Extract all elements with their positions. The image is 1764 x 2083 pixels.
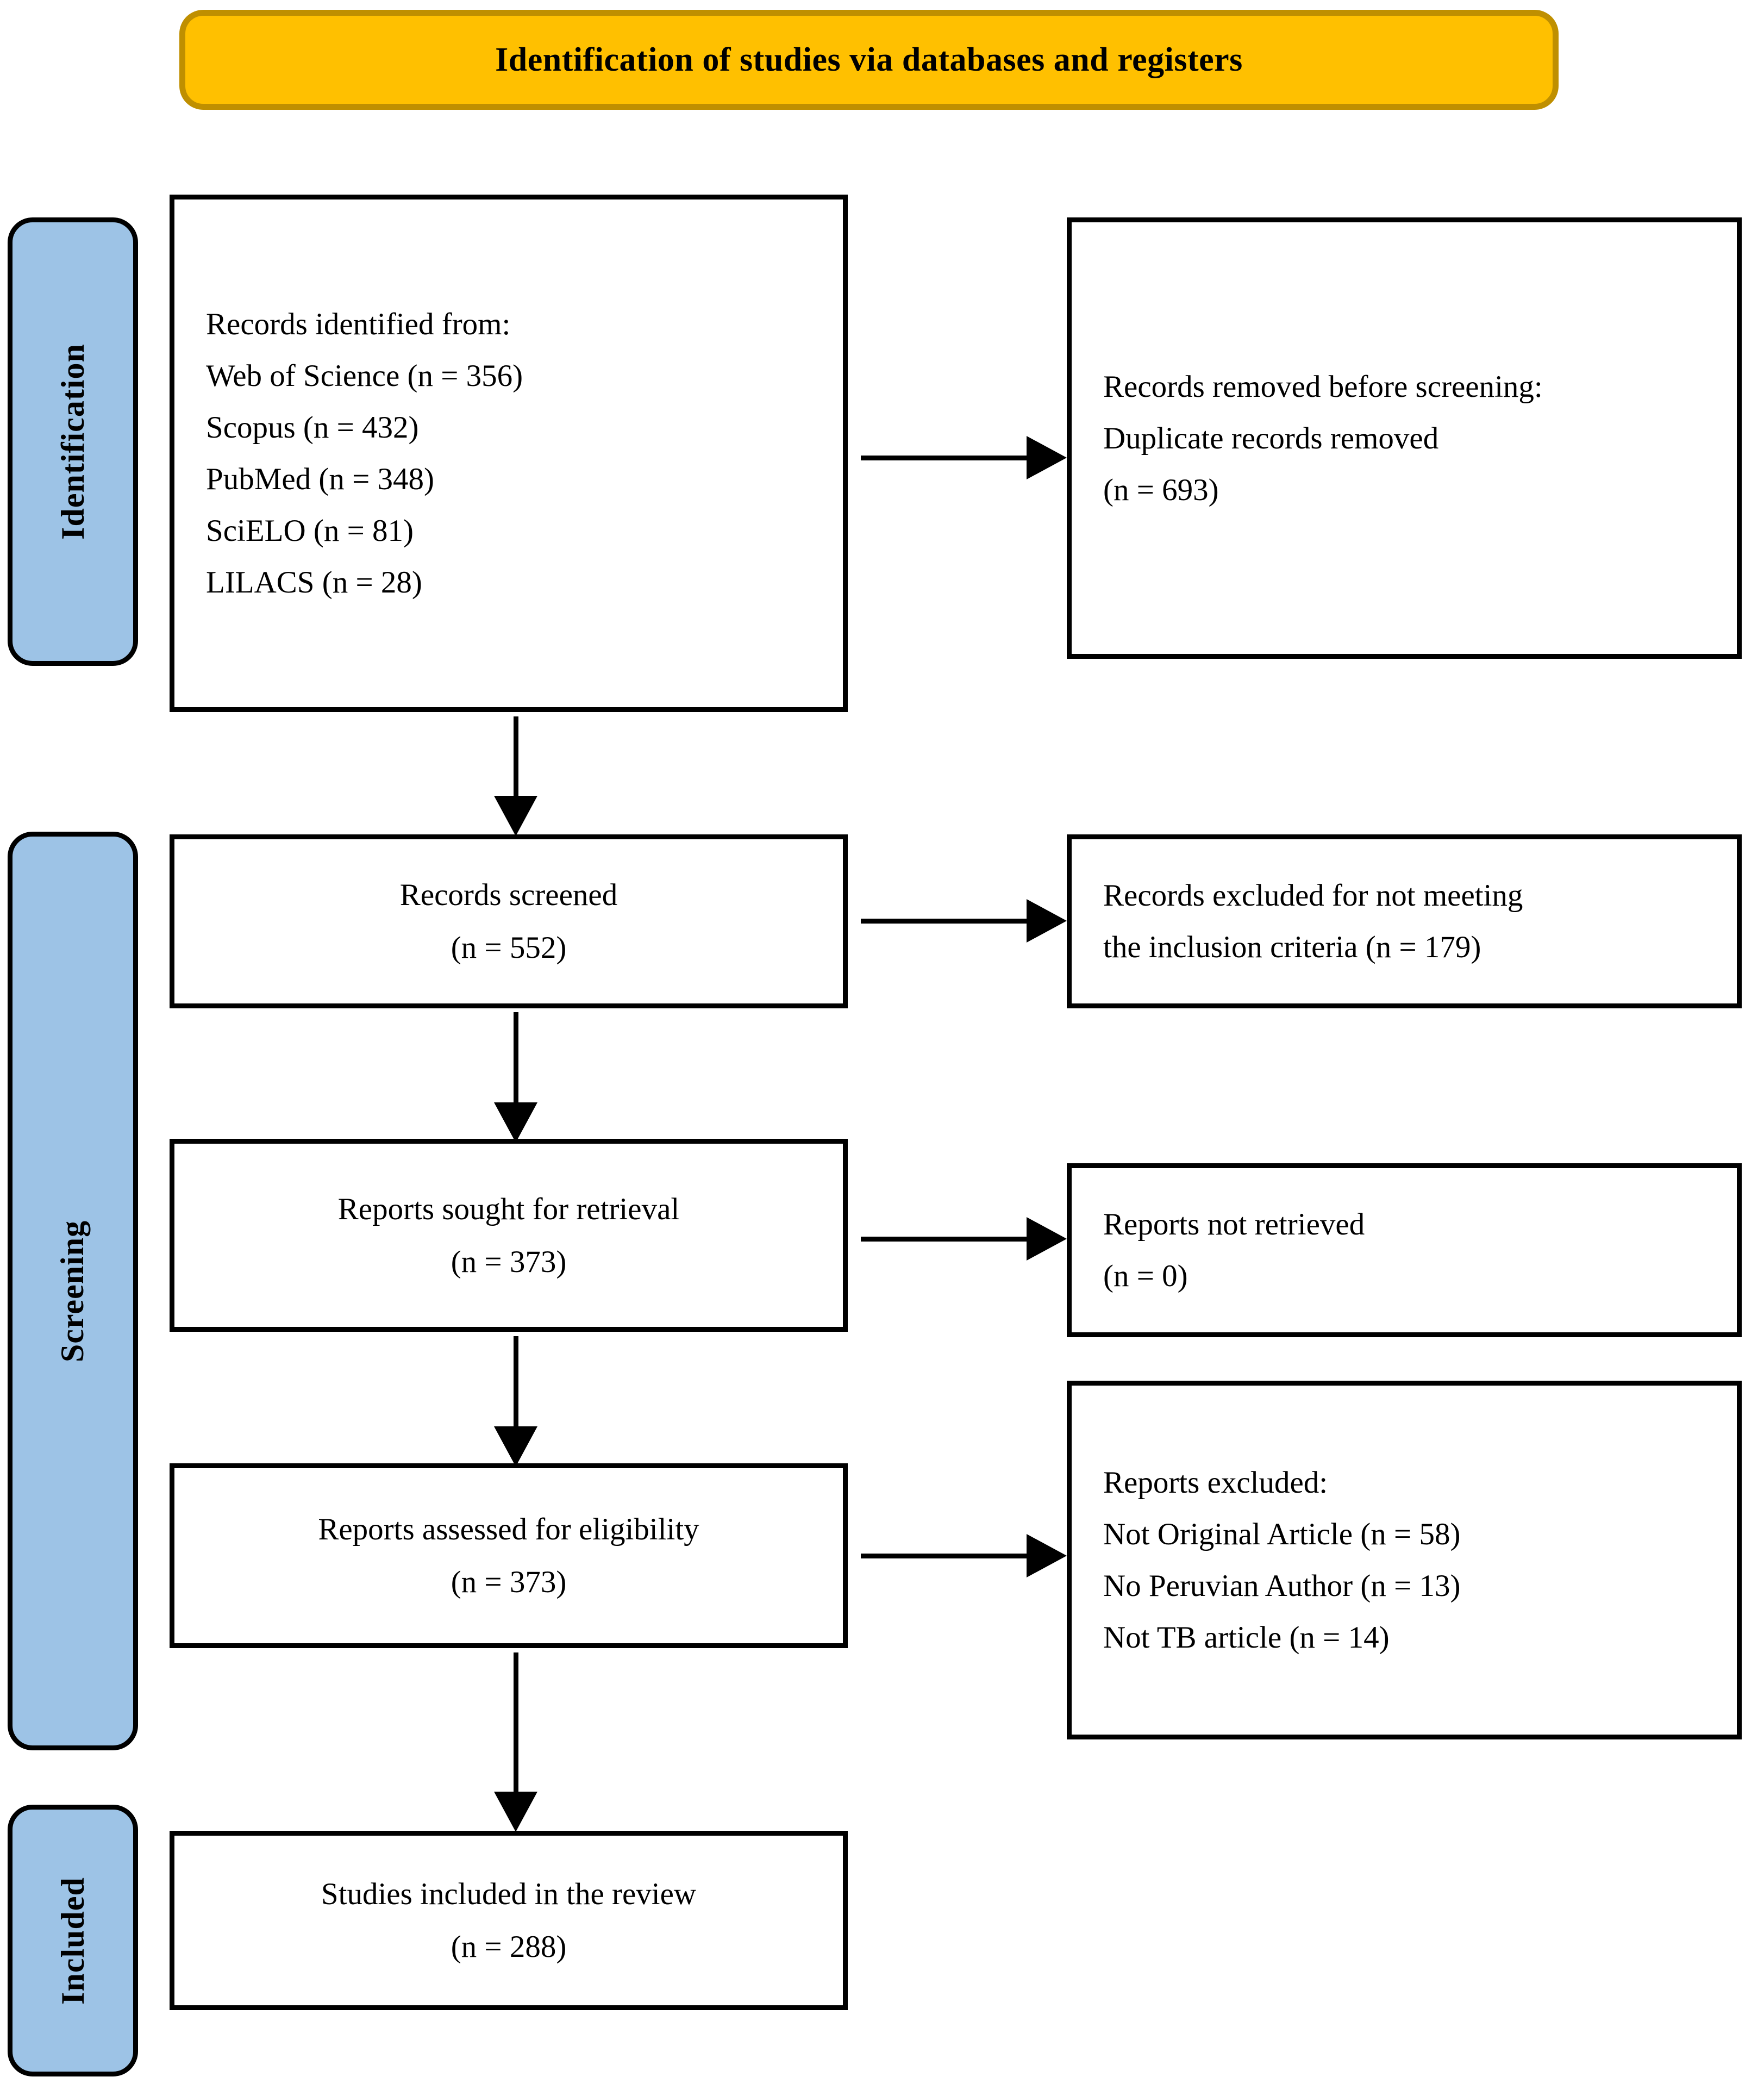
- arrow-head: [1027, 436, 1067, 479]
- reports-not-retrieved-label: Reports not retrieved: [1103, 1207, 1365, 1242]
- arrow-head: [494, 1102, 537, 1143]
- stage-label-screening: Screening: [8, 832, 138, 1750]
- arrow-head: [1027, 1534, 1067, 1577]
- arrow-head: [1027, 1217, 1067, 1261]
- records-identified-source-3: SciELO (n = 81): [206, 514, 414, 548]
- box-records-identified: Records identified from: Web of Science …: [170, 195, 848, 712]
- stage-label-included-text: Included: [54, 1876, 91, 2005]
- box-reports-not-retrieved: Reports not retrieved (n = 0): [1067, 1163, 1742, 1337]
- records-excluded-line-1: Records excluded for not meeting: [1103, 878, 1523, 913]
- studies-included-label: Studies included in the review: [321, 1877, 697, 1911]
- arrow-shaft: [861, 1237, 1027, 1242]
- box-reports-excluded: Reports excluded: Not Original Article (…: [1067, 1381, 1742, 1739]
- box-records-excluded: Records excluded for not meeting the inc…: [1067, 834, 1742, 1008]
- records-removed-heading: Records removed before screening:: [1103, 369, 1543, 404]
- diagram-title: Identification of studies via databases …: [495, 41, 1243, 78]
- studies-included-count: (n = 288): [451, 1930, 567, 1964]
- arrow-shaft: [514, 716, 518, 796]
- stage-label-screening-text: Screening: [54, 1220, 91, 1362]
- arrow-head: [494, 796, 537, 836]
- reports-sought-count: (n = 373): [451, 1244, 567, 1279]
- reports-assessed-count: (n = 373): [451, 1565, 567, 1599]
- arrow-head: [1027, 899, 1067, 943]
- arrow-shaft: [861, 456, 1027, 460]
- reports-excluded-reason-0: Not Original Article (n = 58): [1103, 1517, 1461, 1551]
- reports-assessed-label: Reports assessed for eligibility: [318, 1512, 699, 1546]
- arrow-shaft: [514, 1336, 518, 1426]
- reports-excluded-heading: Reports excluded:: [1103, 1465, 1328, 1500]
- records-excluded-line-2: the inclusion criteria (n = 179): [1103, 930, 1481, 964]
- records-identified-source-1: Scopus (n = 432): [206, 410, 419, 445]
- diagram-header-banner: Identification of studies via databases …: [179, 10, 1559, 110]
- stage-label-included: Included: [8, 1805, 138, 2076]
- box-records-screened: Records screened (n = 552): [170, 834, 848, 1008]
- records-identified-heading: Records identified from:: [206, 307, 511, 341]
- records-removed-item-1: (n = 693): [1103, 472, 1219, 507]
- reports-excluded-reason-1: No Peruvian Author (n = 13): [1103, 1569, 1461, 1603]
- arrow-shaft: [514, 1012, 518, 1102]
- records-removed-item-0: Duplicate records removed: [1103, 421, 1439, 456]
- arrow-shaft: [514, 1652, 518, 1792]
- reports-not-retrieved-count: (n = 0): [1103, 1259, 1188, 1293]
- arrow-head: [494, 1792, 537, 1832]
- records-screened-count: (n = 552): [451, 931, 567, 965]
- records-identified-source-4: LILACS (n = 28): [206, 565, 422, 600]
- arrow-shaft: [861, 919, 1027, 924]
- reports-excluded-reason-2: Not TB article (n = 14): [1103, 1620, 1390, 1655]
- records-screened-label: Records screened: [399, 878, 618, 912]
- records-identified-source-2: PubMed (n = 348): [206, 462, 435, 496]
- box-reports-sought: Reports sought for retrieval (n = 373): [170, 1139, 848, 1332]
- box-studies-included: Studies included in the review (n = 288): [170, 1831, 848, 2010]
- box-reports-assessed: Reports assessed for eligibility (n = 37…: [170, 1463, 848, 1648]
- stage-label-identification-text: Identification: [54, 344, 91, 540]
- records-identified-source-0: Web of Science (n = 356): [206, 359, 523, 393]
- stage-label-identification: Identification: [8, 217, 138, 666]
- box-records-removed: Records removed before screening: Duplic…: [1067, 217, 1742, 659]
- arrow-shaft: [861, 1554, 1027, 1558]
- arrow-head: [494, 1426, 537, 1467]
- reports-sought-label: Reports sought for retrieval: [337, 1192, 680, 1226]
